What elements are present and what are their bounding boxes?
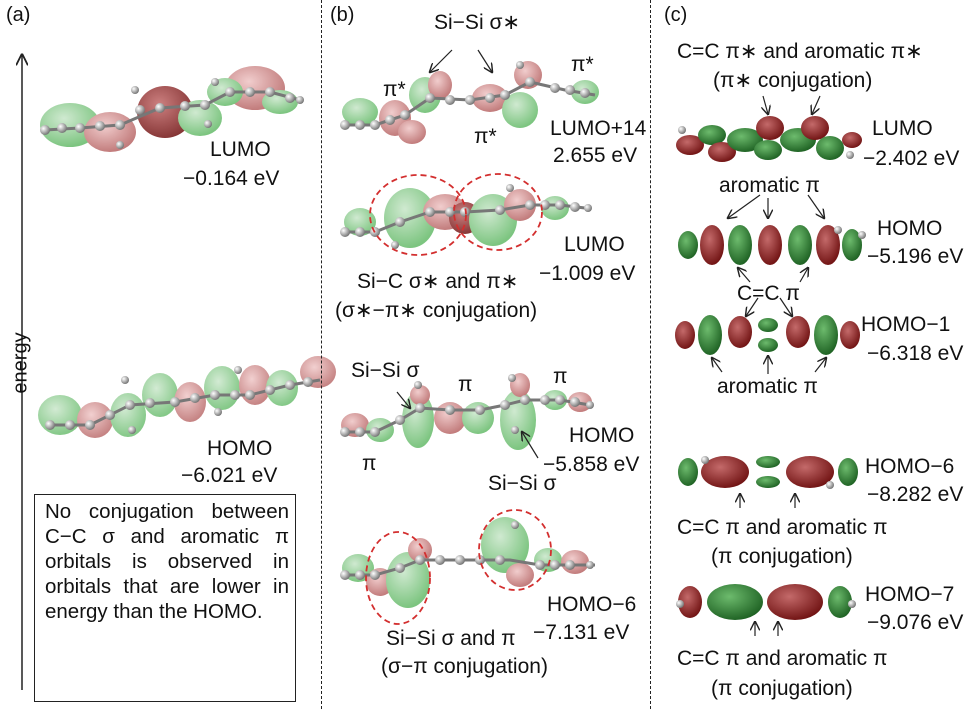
- panel-b-homo-pi-mid: π: [458, 373, 473, 396]
- panel-c-homo-orbital: [678, 225, 862, 265]
- panel-b-homo6-skeleton: [340, 521, 595, 580]
- panel-c-homo6-orbital: [678, 456, 858, 488]
- panel-b-pi-star-left: π*: [383, 78, 406, 101]
- arrow-sisi-sigma-right: [477, 49, 492, 72]
- panel-c-homo6-name: HOMO−6: [865, 455, 955, 478]
- panel-c-lumo-name: LUMO: [872, 117, 933, 140]
- panel-b-lumo14-name: LUMO+14: [550, 117, 647, 140]
- panel-c-label: (c): [664, 4, 688, 26]
- panel-b-homo6-circle-right: [478, 509, 552, 591]
- arrow-homo-sisi-top: [396, 391, 410, 408]
- panel-c-homo1-name: HOMO−1: [861, 313, 951, 336]
- panel-c-homo6-energy: −8.282 eV: [867, 483, 964, 506]
- panel-c-homo7-caption-1: C=C π and aromatic π: [677, 647, 888, 670]
- panel-b-homo-skeleton: [340, 374, 594, 437]
- panel-c-homo7-orbital: [678, 584, 852, 620]
- panel-b-lumo14-orbital: [342, 61, 599, 144]
- panel-a-note: No conjugation between C−C σ and aromati…: [34, 494, 296, 702]
- panel-b-lumo14-top-label: Si−Si σ∗: [434, 11, 520, 34]
- panel-a-lumo-energy: −0.164 eV: [183, 167, 280, 190]
- energy-axis-label: energy: [9, 332, 32, 394]
- panel-b-lumo-caption-2: (σ∗−π∗ conjugation): [335, 299, 538, 322]
- panel-b-homo-energy: −5.858 eV: [543, 453, 640, 476]
- panel-a-homo-skeleton: [45, 366, 321, 434]
- panel-c-lumo-caption-1: C=C π∗ and aromatic π∗: [677, 40, 923, 63]
- panel-b-homo6-caption-2: (σ−π conjugation): [381, 655, 548, 678]
- panel-b-lumo-caption-1: Si−C σ∗ and π∗: [357, 270, 519, 293]
- panel-b-homo6-energy: −7.131 eV: [533, 621, 630, 644]
- arrow-c-lumo-right: [812, 95, 821, 114]
- panel-b-lumo-orbital: [344, 188, 569, 248]
- divider-b-c: [650, 0, 651, 709]
- arrow-sisi-sigma-left: [430, 49, 453, 72]
- panel-c-homo7-energy: −9.076 eV: [867, 611, 964, 634]
- panel-c-homo6-caption-2: (π conjugation): [711, 545, 853, 568]
- panel-b-homo-pi-right: π: [553, 365, 568, 388]
- divider-a-b: [321, 0, 322, 709]
- panel-b-pi-star-bottom: π*: [474, 125, 497, 148]
- panel-b-lumo-circle-right: [453, 173, 543, 251]
- panel-a-label: (a): [6, 4, 31, 26]
- arrow-homo-sisi-bottom: [522, 432, 539, 459]
- panel-c-homo-energy: −5.196 eV: [867, 245, 964, 268]
- panel-c-aromatic-pi-top: aromatic π: [719, 174, 820, 197]
- panel-a-lumo-skeleton: [40, 78, 304, 149]
- panel-c-cc-pi: C=C π: [737, 282, 800, 305]
- panel-c-lumo-caption-2: (π∗ conjugation): [713, 69, 873, 92]
- panel-c-aromatic-pi-bottom: aromatic π: [717, 375, 818, 398]
- panel-c-lumo-energy: −2.402 eV: [863, 147, 960, 170]
- panel-a-lumo-name: LUMO: [210, 138, 271, 161]
- panel-a-homo-name: HOMO: [207, 437, 273, 460]
- panel-a-lumo-orbital: [40, 66, 298, 152]
- panel-c-homo-name: HOMO: [877, 217, 943, 240]
- panel-b-homo-sisi-bottom: Si−Si σ: [488, 472, 557, 495]
- panel-c-homo1-energy: −6.318 eV: [867, 342, 964, 365]
- panel-c-homo7-caption-2: (π conjugation): [711, 677, 853, 700]
- panel-c-homo7-name: HOMO−7: [865, 583, 955, 606]
- panel-b-homo-pi-left: π: [362, 452, 377, 475]
- panel-b-lumo-energy: −1.009 eV: [539, 262, 636, 285]
- panel-c-lumo-orbital: [676, 116, 862, 162]
- panel-b-lumo-circle-left: [369, 174, 467, 256]
- panel-c-homo1-orbital: [675, 315, 860, 355]
- panel-b-label: (b): [330, 4, 355, 26]
- panel-b-lumo-name: LUMO: [564, 233, 625, 256]
- panel-b-homo-sisi-top: Si−Si σ: [351, 359, 420, 382]
- panel-c-homo6-caption-1: C=C π and aromatic π: [677, 516, 888, 539]
- panel-a-homo-energy: −6.021 eV: [181, 464, 278, 487]
- arrow-c-lumo-left: [763, 95, 768, 114]
- panel-b-homo6-caption-1: Si−Si σ and π: [386, 627, 516, 650]
- panel-b-lumo14-energy: 2.655 eV: [553, 144, 638, 167]
- panel-b-lumo14-skeleton: [340, 61, 596, 130]
- panel-b-homo6-name: HOMO−6: [547, 593, 637, 616]
- panel-b-homo6-circle-left: [365, 531, 431, 625]
- panel-b-homo-name: HOMO: [569, 424, 635, 447]
- panel-b-pi-star-right: π*: [571, 53, 594, 76]
